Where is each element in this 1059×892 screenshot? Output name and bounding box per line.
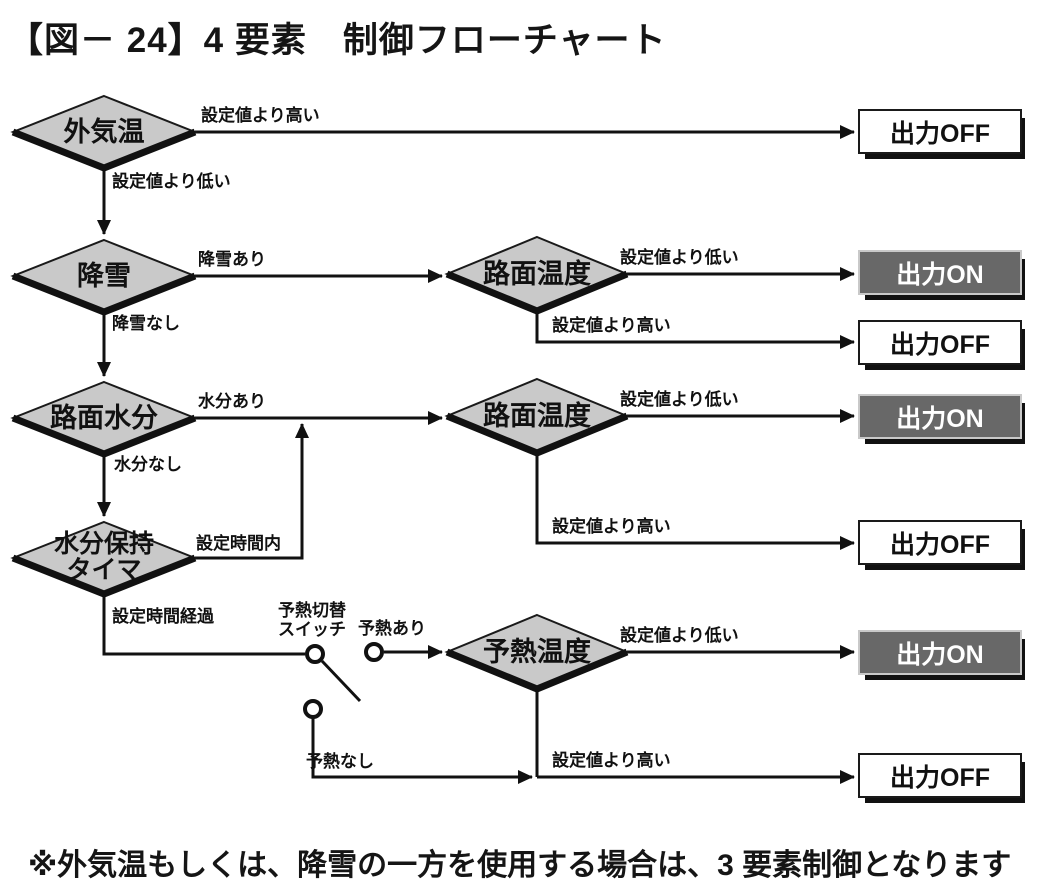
edge-label-higher-1: 設定値より高い (201, 106, 320, 125)
edge-roadtemp1-high-to-off (535, 311, 855, 349)
decision-label-road-temp-2: 路面温度 (483, 401, 591, 431)
edge-preheat-no (311, 718, 533, 784)
preheat-switch-common-terminal (305, 644, 325, 664)
edge-label-lower-4: 設定値より低い (620, 626, 739, 645)
edge-label-higher-4: 設定値より高い (552, 751, 671, 770)
decision-road-temp-2 (444, 377, 630, 457)
preheat-switch-on-terminal (364, 642, 384, 662)
output-box-off-3: 出力OFF (858, 520, 1022, 565)
footnote: ※外気温もしくは、降雪の一方を使用する場合は、3 要素制御となります (28, 849, 1012, 882)
decision-moisture-timer (10, 520, 198, 598)
decision-label-road-moisture: 路面水分 (50, 403, 158, 433)
preheat-switch-blade (320, 659, 362, 703)
decision-diamonds (10, 94, 630, 693)
edge-label-higher-2: 設定値より高い (552, 316, 671, 335)
edge-label-lower-3: 設定値より低い (620, 390, 739, 409)
decision-outside-temp (10, 94, 198, 172)
output-box-off-2: 出力OFF (858, 320, 1022, 365)
edge-label-within-set-time: 設定時間内 (196, 534, 281, 553)
output-box-off-4: 出力OFF (858, 753, 1022, 798)
edge-label-lower-1: 設定値より低い (112, 172, 231, 191)
output-box-on-2: 出力ON (858, 394, 1022, 439)
decision-snowfall (10, 238, 198, 316)
decision-label-snowfall: 降雪 (77, 261, 131, 291)
edge-label-lower-2: 設定値より低い (620, 248, 739, 267)
decision-preheat-temp (444, 613, 630, 693)
edge-timer-elapsed-to-switch (102, 594, 305, 656)
decision-label-road-temp-1: 路面温度 (483, 259, 591, 289)
edge-label-moisture-yes: 水分あり (198, 392, 266, 411)
edge-label-preheat-switch: 予熱切替 スイッチ (278, 601, 346, 639)
edge-label-set-time-elapsed: 設定時間経過 (112, 607, 214, 626)
preheat-switch-off-terminal (303, 699, 323, 719)
edge-label-preheat-yes: 予熱あり (358, 619, 426, 638)
edge-label-snow-yes: 降雪あり (198, 250, 266, 269)
decision-label-moisture-timer: 水分保持 タイマ (53, 530, 155, 584)
decision-road-moisture (10, 380, 198, 458)
edge-label-snow-no: 降雪なし (112, 314, 180, 333)
decision-road-temp-1 (444, 235, 630, 315)
edge-label-preheat-no: 予熱なし (306, 752, 374, 771)
output-box-off-1: 出力OFF (858, 109, 1022, 154)
edge-label-moisture-no: 水分なし (114, 455, 182, 474)
edge-label-higher-3: 設定値より高い (552, 517, 671, 536)
figure-title: 【図－ 24】4 要素 制御フローチャート (8, 21, 667, 60)
preheat-switch (303, 642, 384, 719)
decision-label-outside-temp: 外気温 (63, 117, 145, 147)
edge-roadtemp2-high-to-off (535, 453, 855, 550)
decision-label-preheat-temp: 予熱温度 (483, 637, 591, 667)
output-box-on-3: 出力ON (858, 630, 1022, 675)
edge-timer-within-loop (195, 423, 309, 560)
output-box-on-1: 出力ON (858, 250, 1022, 295)
